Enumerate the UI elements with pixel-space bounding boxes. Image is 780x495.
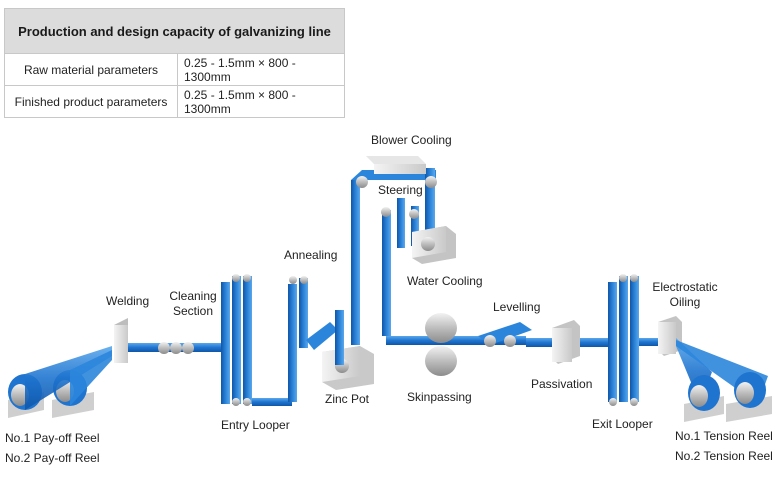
entry-looper bbox=[221, 274, 292, 406]
label-payoff-reel-2: No.2 Pay-off Reel bbox=[5, 451, 100, 465]
label-payoff-reel-1: No.1 Pay-off Reel bbox=[5, 431, 100, 445]
label-annealing: Annealing bbox=[284, 248, 338, 262]
table-header: Production and design capacity of galvan… bbox=[4, 8, 345, 54]
zinc-pot bbox=[322, 310, 374, 390]
label-skinpassing: Skinpassing bbox=[407, 390, 472, 404]
label-tension-reel-2: No.2 Tension Reel bbox=[675, 449, 773, 463]
label-blower-cooling: Blower Cooling bbox=[371, 133, 452, 147]
label-cleaning-line2: Section bbox=[172, 304, 214, 318]
passivation-unit bbox=[552, 320, 580, 364]
label-electrostatic-oiling: Electrostatic Oiling bbox=[648, 280, 722, 310]
table-row: Raw material parameters 0.25 - 1.5mm × 8… bbox=[4, 53, 345, 86]
row-value: 0.25 - 1.5mm × 800 - 1300mm bbox=[177, 85, 345, 118]
label-entry-looper: Entry Looper bbox=[221, 418, 290, 432]
label-exit-looper: Exit Looper bbox=[592, 417, 653, 431]
cooling-tower bbox=[351, 156, 437, 345]
payoff-reels bbox=[8, 346, 112, 418]
row-label: Finished product parameters bbox=[4, 85, 178, 118]
tension-reels bbox=[676, 338, 772, 422]
label-water-cooling: Water Cooling bbox=[407, 274, 483, 288]
label-passivation: Passivation bbox=[531, 377, 593, 391]
cleaning-rollers bbox=[158, 342, 194, 354]
table-row: Finished product parameters 0.25 - 1.5mm… bbox=[4, 85, 345, 118]
welding-unit bbox=[114, 318, 128, 363]
label-tension-reel-1: No.1 Tension Reel bbox=[675, 429, 773, 443]
capacity-table: Production and design capacity of galvan… bbox=[4, 8, 345, 118]
skinpass-mill bbox=[425, 313, 457, 376]
leveller bbox=[478, 322, 532, 347]
label-levelling: Levelling bbox=[493, 300, 541, 314]
label-cleaning-section: Cleaning Section bbox=[167, 289, 219, 319]
label-zinc-pot: Zinc Pot bbox=[325, 392, 370, 406]
label-steering: Steering bbox=[378, 183, 423, 197]
annealing-furnace bbox=[288, 276, 338, 402]
exit-looper bbox=[608, 274, 639, 406]
label-cleaning-line1: Cleaning bbox=[169, 289, 217, 303]
label-welding: Welding bbox=[106, 294, 150, 308]
label-oiling-line1: Electrostatic bbox=[652, 280, 718, 294]
table-header-row: Production and design capacity of galvan… bbox=[4, 8, 345, 54]
water-cooling-unit bbox=[412, 226, 456, 264]
label-oiling-line2: Oiling bbox=[669, 295, 701, 309]
